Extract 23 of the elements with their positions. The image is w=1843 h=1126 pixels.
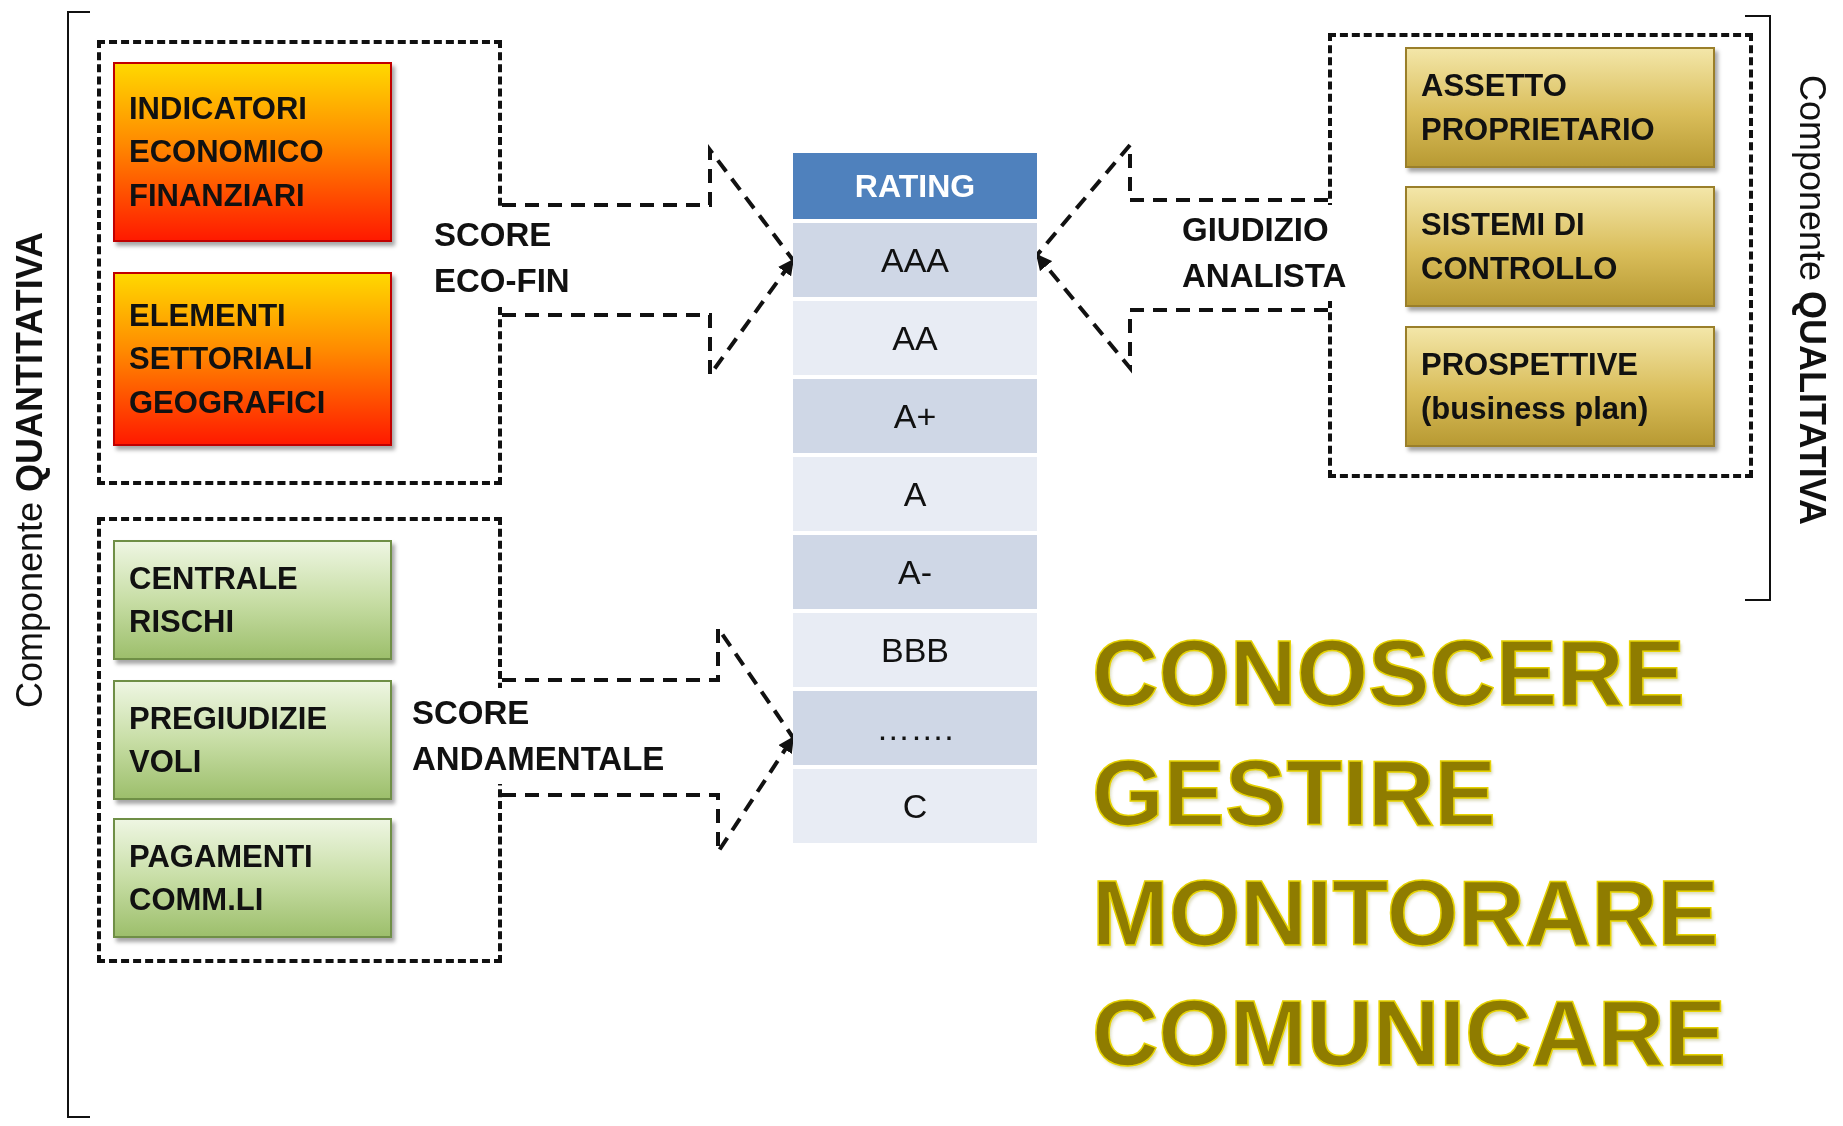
slogan-word: CONOSCERE	[1092, 625, 1685, 722]
slogan-word: GESTIRE	[1092, 745, 1496, 842]
table-header: RATING	[793, 153, 1037, 219]
category-box: PAGAMENTI COMM.LI	[113, 818, 392, 938]
slogan-word: COMUNICARE	[1092, 985, 1726, 1082]
category-box: INDICATORI ECONOMICO FINANZIARI	[113, 62, 392, 242]
rating-cell: A+	[793, 379, 1037, 453]
rating-cell: …….	[793, 691, 1037, 765]
category-box: PREGIUDIZIE VOLI	[113, 680, 392, 800]
category-box: SISTEMI DI CONTROLLO	[1405, 186, 1715, 307]
category-box: ELEMENTI SETTORIALI GEOGRAFICI	[113, 272, 392, 446]
rating-cell: AA	[793, 301, 1037, 375]
side-label: Componente QUALITATIVA	[1791, 74, 1833, 526]
side-label: Componente QUANTITATIVA	[9, 231, 51, 709]
category-box: CENTRALE RISCHI	[113, 540, 392, 660]
slogan-word: MONITORARE	[1092, 865, 1719, 962]
rating-cell: C	[793, 769, 1037, 843]
category-box: PROSPETTIVE (business plan)	[1405, 326, 1715, 447]
category-box: ASSETTO PROPRIETARIO	[1405, 47, 1715, 168]
rating-cell: A	[793, 457, 1037, 531]
rating-cell: AAA	[793, 223, 1037, 297]
rating-cell: BBB	[793, 613, 1037, 687]
rating-cell: A-	[793, 535, 1037, 609]
